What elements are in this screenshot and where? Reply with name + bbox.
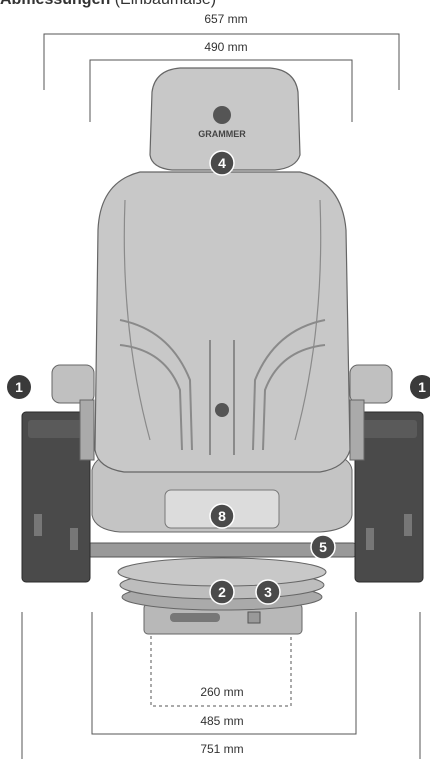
dimension-657: 657 mm: [204, 12, 248, 26]
dim-line-485: [91, 612, 357, 735]
svg-text:3: 3: [264, 584, 272, 600]
backrest-center-emblem: [215, 403, 229, 417]
callout-8: 8: [209, 503, 235, 529]
dim-line-657: [43, 33, 400, 90]
left-armrest-pad: [51, 364, 95, 404]
dimension-751: 751 mm: [200, 742, 244, 756]
left-box-latch-2: [70, 528, 78, 550]
dimension-lines: [21, 33, 421, 759]
headrest: GRAMMER: [149, 67, 301, 171]
callout-4: 4: [209, 150, 235, 176]
svg-text:2: 2: [218, 584, 226, 600]
heading-bold: Abmessungen: [0, 0, 110, 8]
base-lever: [170, 613, 220, 622]
right-armrest: [349, 364, 393, 461]
svg-text:4: 4: [218, 155, 226, 171]
svg-text:1: 1: [418, 379, 426, 395]
dimension-260: 260 mm: [200, 685, 244, 699]
base-switch: [247, 611, 261, 624]
right-side-box: [354, 411, 424, 583]
right-armrest-pad: [349, 364, 393, 404]
callout-2: 2: [209, 579, 235, 605]
svg-text:1: 1: [15, 379, 23, 395]
backrest-shell: [94, 171, 351, 473]
right-armrest-arm: [349, 399, 365, 461]
left-armrest-arm: [79, 399, 95, 461]
dim-line-490: [89, 59, 353, 122]
left-box-top: [28, 420, 84, 438]
right-box-latch: [404, 514, 412, 536]
left-box-latch: [34, 514, 42, 536]
right-box-top: [361, 420, 417, 438]
heading-rest: (Einbaumaße): [110, 0, 216, 8]
dimension-490: 490 mm: [204, 40, 248, 54]
right-box-latch-2: [366, 528, 374, 550]
callout-3: 3: [255, 579, 281, 605]
left-side-box: [21, 411, 91, 583]
callout-5: 5: [310, 534, 336, 560]
brand-label: GRAMMER: [198, 129, 246, 139]
callouts: 1 1 4 8 5 2 3: [7, 150, 430, 605]
backrest: [94, 171, 351, 473]
callout-1-right: 1: [410, 375, 430, 399]
dimension-485: 485 mm: [200, 714, 244, 728]
left-armrest: [51, 364, 95, 461]
dim-line-260: [150, 612, 292, 707]
svg-text:5: 5: [319, 539, 327, 555]
grammer-logo-icon: [213, 106, 231, 124]
page-heading: Abmessungen (Einbaumaße): [0, 0, 216, 9]
callout-1-left: 1: [7, 375, 31, 399]
svg-text:8: 8: [218, 508, 226, 524]
